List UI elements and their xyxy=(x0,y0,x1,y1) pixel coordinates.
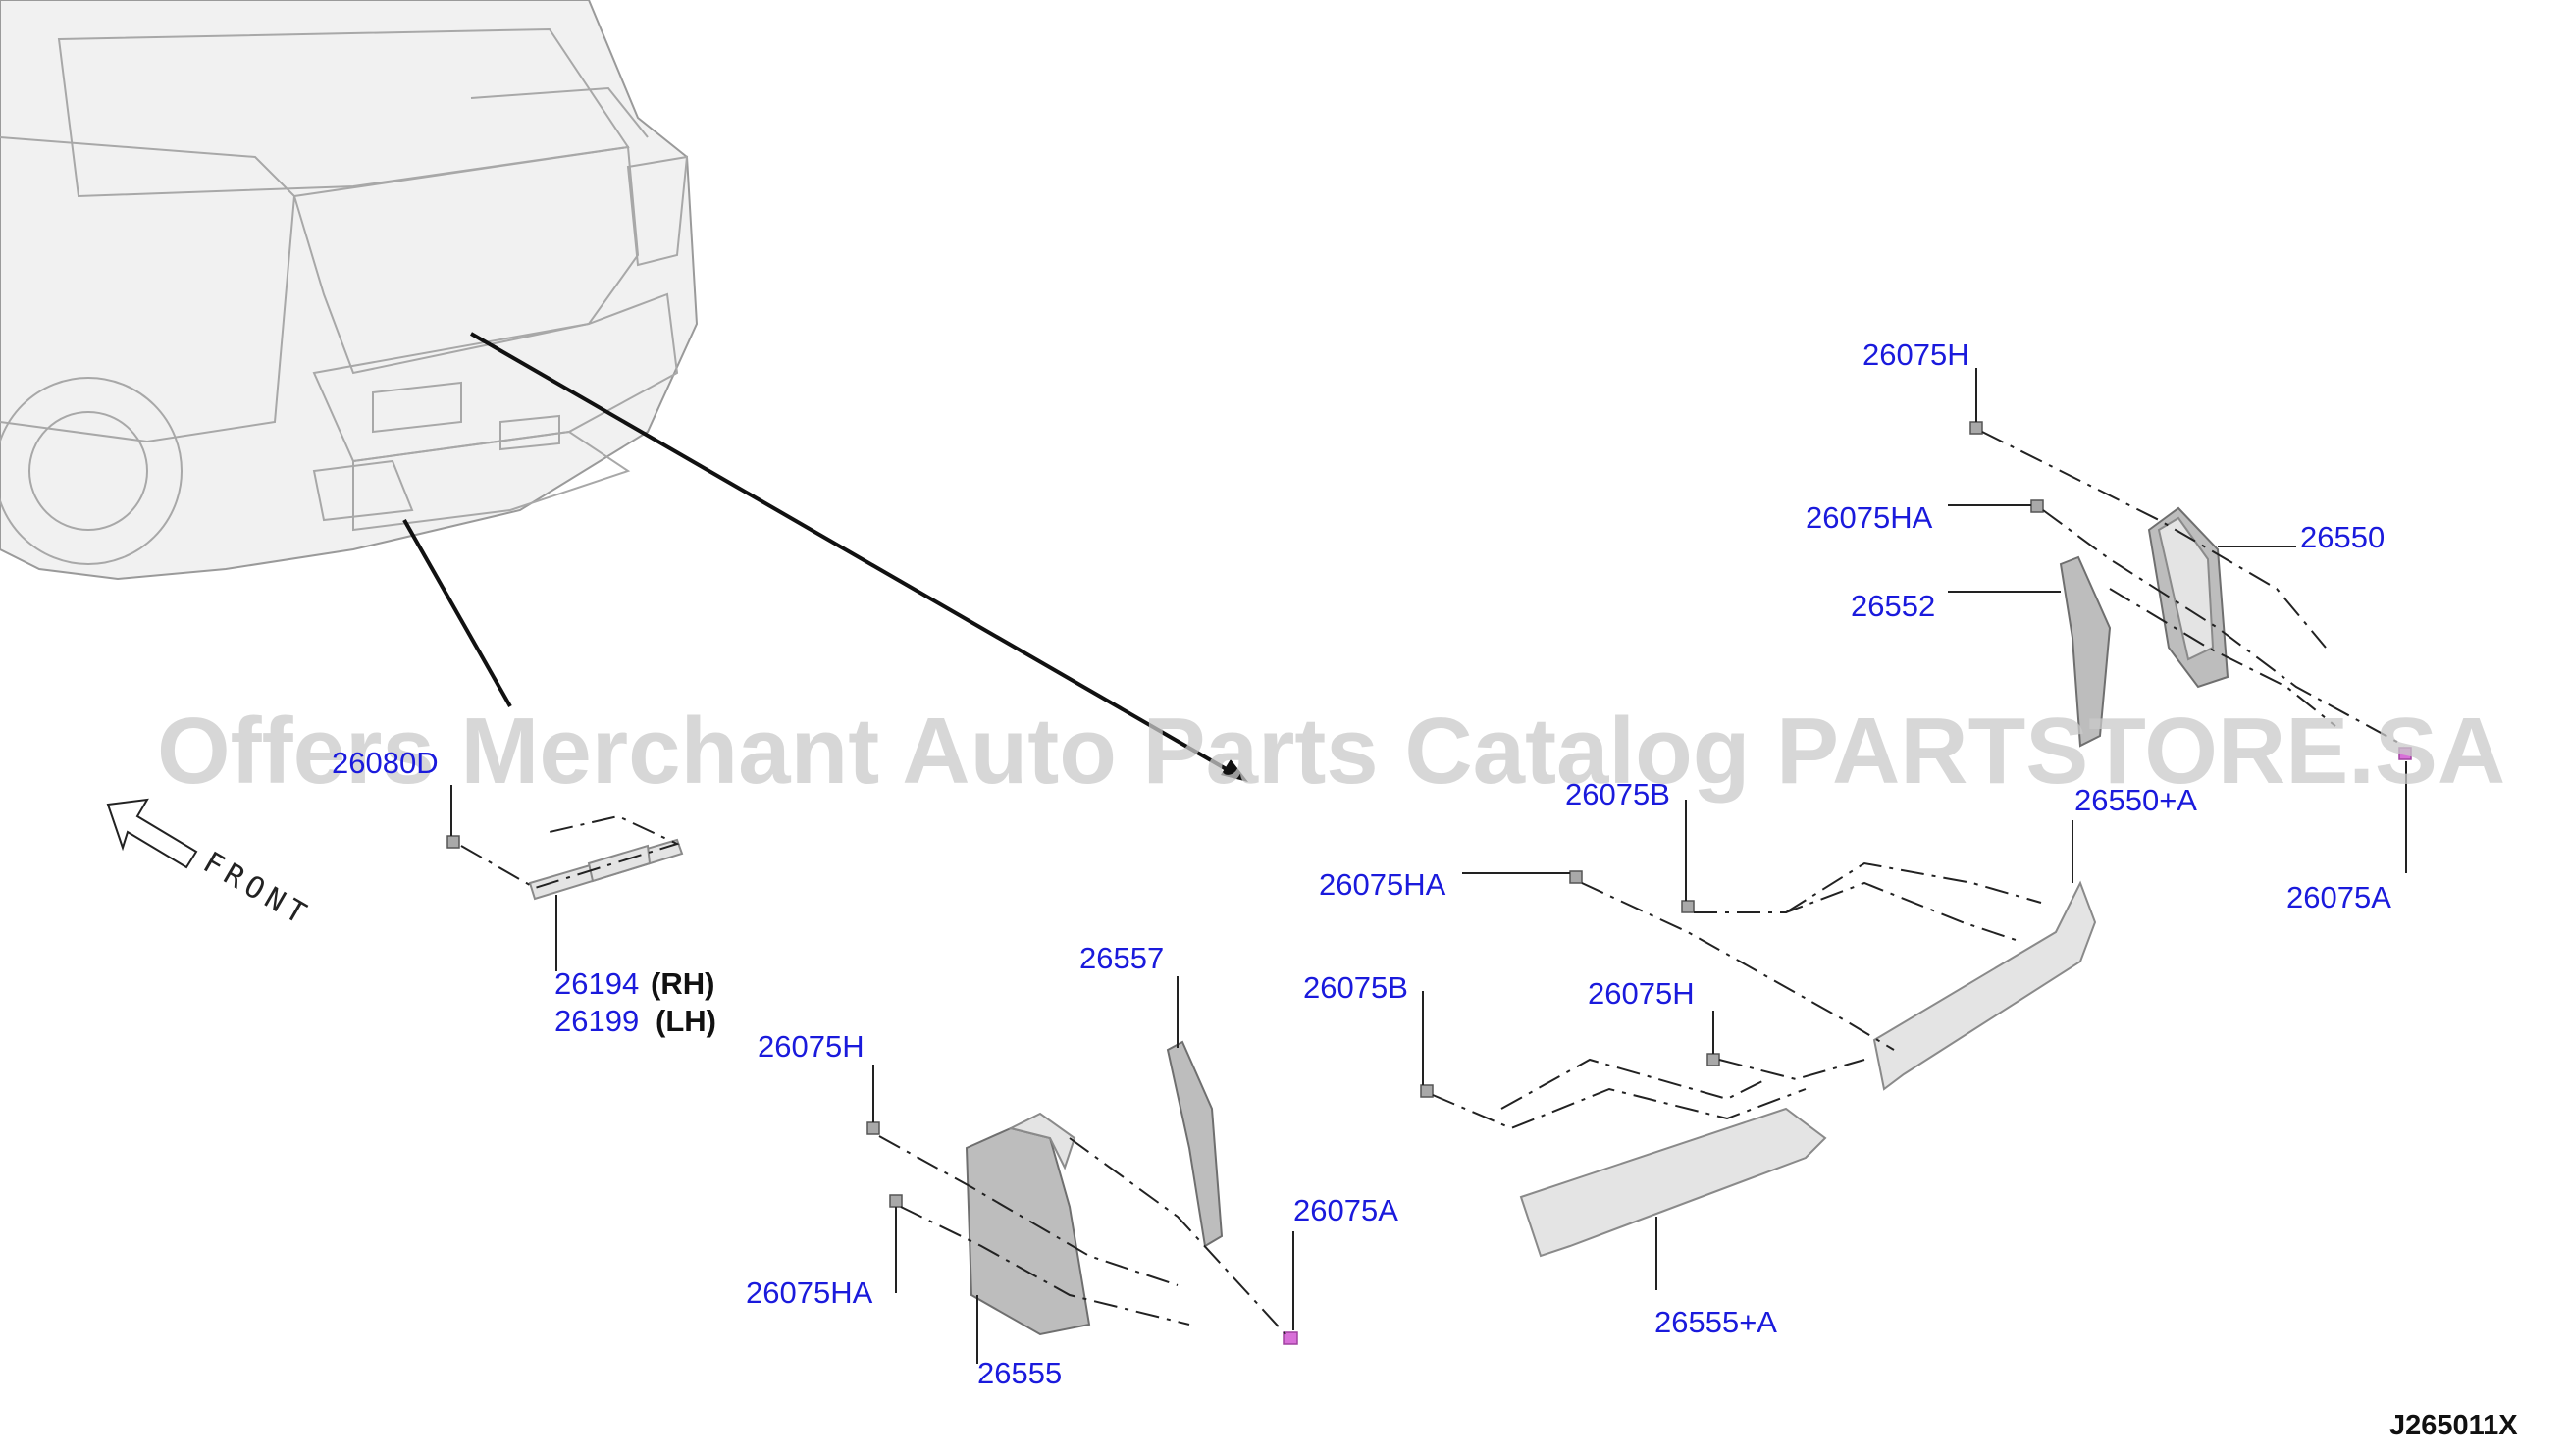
fascia-26555A-assembly xyxy=(1420,800,2097,1290)
callout-26199-side: (LH) xyxy=(656,1004,716,1038)
callout-26194-side: (RH) xyxy=(651,966,714,1001)
diagram-code: J265011X xyxy=(2389,1410,2518,1441)
callout-26550: 26550 xyxy=(2300,520,2385,554)
molding-26194-assembly xyxy=(446,785,684,971)
clip-highlight-icon xyxy=(1283,1331,1298,1345)
callout-26080D: 26080D xyxy=(332,746,439,780)
callout-26075H-low: 26075H xyxy=(1588,976,1695,1011)
callout-26075B-mid: 26075B xyxy=(1565,777,1670,811)
pointer-arrows xyxy=(402,332,1248,782)
callout-26075HA-left: 26075HA xyxy=(746,1275,873,1310)
clip-highlight-icon xyxy=(2398,747,2412,760)
callout-26550A: 26550+A xyxy=(2074,783,2197,817)
callout-26075A-left: 26075A xyxy=(1293,1193,1398,1227)
lamp-26550-assembly xyxy=(1948,368,2412,873)
callout-26075HA-mid: 26075HA xyxy=(1319,867,1446,902)
callout-26552: 26552 xyxy=(1851,589,1935,623)
callout-26199: 26199 xyxy=(554,1004,639,1038)
callout-26075A-right: 26075A xyxy=(2286,880,2391,914)
callout-26075HA-top: 26075HA xyxy=(1806,500,1933,535)
callout-26075B-low: 26075B xyxy=(1303,970,1408,1005)
corner-26555-assembly xyxy=(866,976,1298,1364)
front-direction-indicator: FRONT xyxy=(106,798,317,934)
callout-26555: 26555 xyxy=(977,1356,1062,1390)
front-arrow-icon xyxy=(106,798,198,869)
callout-26194: 26194 xyxy=(554,966,639,1001)
callout-26075H-left: 26075H xyxy=(758,1029,865,1064)
front-label: FRONT xyxy=(197,846,317,934)
callout-26075H-top: 26075H xyxy=(1862,338,1969,372)
callout-labels: 26075H 26075HA 26550 26552 26075B 26550+… xyxy=(332,338,2391,1390)
vehicle-illustration xyxy=(0,0,699,581)
callout-26557: 26557 xyxy=(1079,941,1164,975)
callout-26555A: 26555+A xyxy=(1654,1305,1777,1339)
watermark-text: Offers Merchant Auto Parts Catalog PARTS… xyxy=(157,699,2505,804)
